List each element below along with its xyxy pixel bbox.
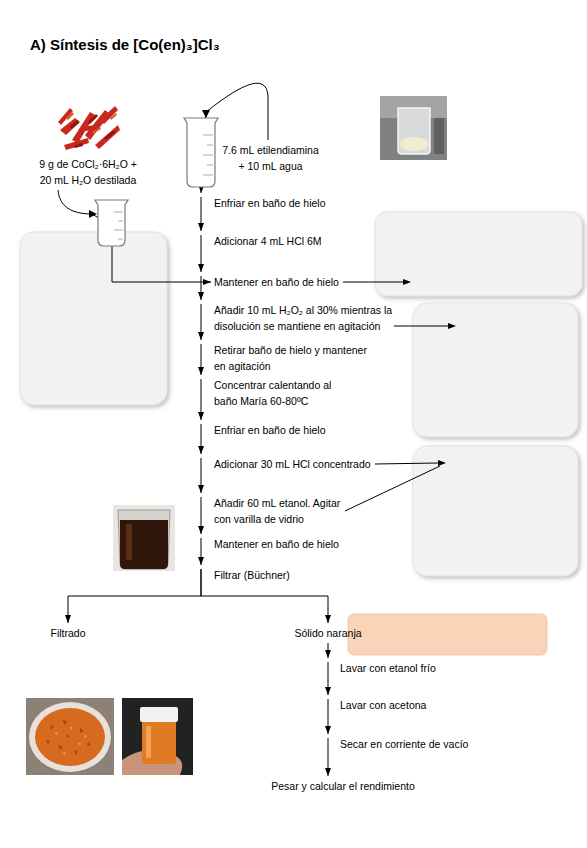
vial-cap	[140, 707, 178, 722]
beaker-icon	[184, 118, 218, 187]
flow-arrow	[328, 662, 329, 695]
process-step: Filtrado	[33, 625, 103, 641]
process-step: Enfriar en baño de hielo	[214, 422, 384, 438]
step-text: Enfriar en baño de hielo	[214, 195, 384, 211]
process-step: Adicionar 30 mL HCl concentrado	[214, 456, 394, 472]
flow-arrow	[328, 738, 329, 776]
note-panel	[413, 303, 578, 437]
lab-photo	[380, 96, 447, 118]
flow-arrow	[201, 304, 202, 340]
crystal-photo	[70, 114, 115, 148]
step-text: Añadir 60 mL etanol. Agitar con varilla …	[214, 495, 351, 527]
step-text: 7.6 mL etilendiamina + 10 mL agua	[220, 142, 321, 174]
liquid	[120, 520, 168, 569]
note-panel	[413, 446, 578, 576]
liquid	[126, 524, 132, 560]
beaker-photo	[118, 510, 170, 569]
diagram-title: A) Síntesis de [Co(en)₃]Cl₃	[30, 36, 220, 53]
arrow-head	[448, 323, 456, 329]
process-step: Sólido naranja	[278, 625, 378, 641]
process-step: Mantener en baño de hielo	[214, 536, 384, 552]
process-step: Enfriar en baño de hielo	[214, 195, 384, 211]
product-crystals	[35, 708, 105, 766]
process-step: Añadir 10 mL H₂O₂ al 30% mientras la dis…	[214, 302, 414, 334]
result-panel	[348, 614, 547, 655]
process-step: Adicionar 4 mL HCl 6M	[214, 233, 384, 249]
process-step: Retirar baño de hielo y mantener en agit…	[214, 342, 374, 374]
liquid	[400, 137, 428, 151]
crystal-photo	[66, 112, 117, 134]
product-photo	[122, 698, 193, 775]
process-step: 7.6 mL etilendiamina + 10 mL agua	[220, 142, 321, 174]
product-photo	[26, 698, 114, 775]
note-panel	[375, 212, 582, 296]
process-step: Secar en corriente de vacío	[340, 736, 530, 752]
lab-photo	[113, 505, 175, 571]
process-step: Filtrar (Büchner)	[214, 567, 384, 583]
lab-photo	[434, 118, 444, 154]
crystal-photo	[58, 106, 120, 150]
lab-photo	[380, 96, 447, 160]
step-text: Lavar con acetona	[340, 697, 530, 713]
arrow-head	[403, 279, 411, 285]
flow-arrow	[201, 424, 202, 454]
product-crystals	[55, 726, 87, 755]
step-text: Retirar baño de hielo y mantener en agit…	[214, 342, 374, 374]
petri-dish	[29, 702, 111, 772]
process-step: Pesar y calcular el rendimiento	[253, 778, 433, 794]
step-text: Adicionar 30 mL HCl concentrado	[214, 456, 394, 472]
flow-arrow	[201, 379, 202, 420]
arrow-head	[202, 110, 210, 118]
step-text: Mantener en baño de hielo	[214, 274, 384, 290]
step-text: Secar en corriente de vacío	[340, 736, 530, 752]
flow-arrow	[201, 458, 202, 493]
flow-arrow	[201, 276, 202, 300]
vial	[142, 720, 176, 764]
step-text: Pesar y calcular el rendimiento	[253, 778, 433, 794]
flow-arrow	[201, 538, 202, 565]
beaker-icon	[95, 200, 128, 246]
flow-arrow	[201, 344, 202, 375]
flow-arrow	[201, 235, 202, 272]
note-panel	[20, 232, 167, 405]
process-step: Añadir 60 mL etanol. Agitar con varilla …	[214, 495, 351, 527]
arrow-head	[438, 460, 446, 466]
process-step: Concentrar calentando al baño María 60-8…	[214, 377, 344, 409]
arrow-head	[89, 210, 97, 218]
flow-arrow	[68, 569, 201, 623]
beaker-graduation	[203, 135, 213, 175]
beaker-graduation	[114, 212, 123, 239]
leader-line	[375, 463, 438, 464]
flow-arrow	[201, 497, 202, 534]
step-text: Añadir 10 mL H₂O₂ al 30% mientras la dis…	[214, 302, 414, 334]
product-crystals	[46, 720, 91, 755]
step-text: Lavar con etanol frío	[340, 660, 530, 676]
step-text: Sólido naranja	[278, 625, 378, 641]
process-step: 9 g de CoCl₂·6H₂O + 20 mL H₂O destilada	[36, 156, 140, 188]
flow-arrow	[201, 197, 202, 231]
beaker-photo	[398, 108, 430, 154]
leader-line	[343, 282, 403, 283]
step-text: Filtrar (Büchner)	[214, 567, 384, 583]
leader-line	[394, 326, 448, 327]
hand	[122, 751, 182, 775]
step-text: Concentrar calentando al baño María 60-8…	[214, 377, 344, 409]
step-text: Adicionar 4 mL HCl 6M	[214, 233, 384, 249]
step-text: Mantener en baño de hielo	[214, 536, 384, 552]
flow-arrow	[328, 699, 329, 734]
process-step: Lavar con acetona	[340, 697, 530, 713]
step-text: Enfriar en baño de hielo	[214, 422, 384, 438]
flow-arrow	[328, 643, 329, 658]
step-text: Filtrado	[33, 625, 103, 641]
flow-arrow	[58, 190, 211, 282]
process-step: Mantener en baño de hielo	[214, 274, 384, 290]
flow-arrow	[201, 83, 268, 193]
vial	[146, 726, 151, 758]
leader-line	[345, 466, 440, 511]
process-step: Lavar con etanol frío	[340, 660, 530, 676]
step-text: 9 g de CoCl₂·6H₂O + 20 mL H₂O destilada	[36, 156, 140, 188]
